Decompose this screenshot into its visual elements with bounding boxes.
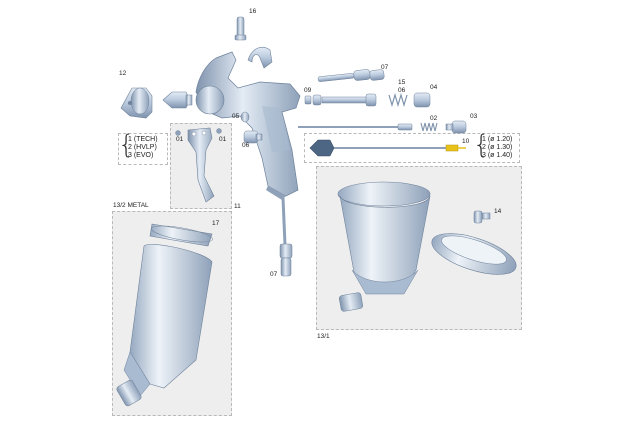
part-06-spring: [388, 92, 408, 108]
part-02-spring: [420, 122, 438, 132]
label-02: 02: [430, 115, 438, 122]
brace-right: {: [473, 130, 490, 160]
variant-size-120: 1 (ø 1.20): [482, 136, 513, 143]
variants-left-list: 1 (TECH) 2 (HVLP) 3 (EVO): [128, 136, 158, 160]
part-11-trigger: [175, 127, 222, 203]
panel-needle-kit: [304, 133, 520, 163]
part-09-seal: [304, 94, 322, 106]
variant-hvlp: 2 (HVLP): [128, 144, 157, 152]
label-16: 16: [249, 8, 257, 15]
part-06-valve: [243, 130, 263, 144]
label-09: 09: [304, 87, 312, 94]
label-13-1: 13/1: [317, 333, 330, 340]
panel-variants-box: [118, 133, 168, 165]
label-03: 03: [470, 113, 478, 120]
part-14-cap: [473, 210, 491, 224]
brace-left: {: [118, 130, 135, 160]
part-needle-rod: [298, 123, 413, 131]
label-06-top: 06: [398, 87, 406, 94]
label-04: 04: [430, 84, 438, 91]
part-03-cap: [445, 120, 467, 134]
label-11: 11: [234, 203, 241, 210]
part-15-shaft: [321, 93, 377, 107]
label-13-2-metal: 13/2 METAL: [113, 202, 149, 209]
label-15: 15: [398, 79, 406, 86]
part-17-metal-cup: [116, 223, 213, 407]
part-16-pin: [234, 16, 247, 41]
label-07-bottom: 07: [270, 271, 278, 278]
part-lid-ring: [431, 233, 517, 275]
part-nozzle: [162, 91, 193, 109]
label-17: 17: [212, 220, 220, 227]
spray-gun-body: [195, 47, 301, 200]
variant-evo: 3 (EVO): [128, 152, 154, 160]
part-13-1-plastic-cup: [337, 181, 431, 312]
label-01-left: 01: [176, 136, 184, 143]
part-04-nut: [413, 92, 431, 108]
label-01-right: 01: [219, 136, 227, 143]
variant-size-130: 2 (ø 1.30): [482, 144, 513, 152]
variant-tech: 1 (TECH): [128, 136, 158, 143]
part-07-air-inlet: [279, 197, 293, 277]
part-12-air-cap: [120, 87, 153, 119]
label-14: 14: [494, 208, 502, 215]
part-05-washer: [240, 111, 250, 123]
label-06-mid: 06: [242, 142, 250, 149]
label-07-top: 07: [381, 64, 389, 71]
part-10-needle: [309, 139, 466, 157]
label-10: 10: [462, 138, 470, 145]
label-05: 05: [232, 113, 240, 120]
part-07-top-knob: [317, 69, 385, 82]
label-12: 12: [119, 70, 127, 77]
variant-size-140: 3 (ø 1.40): [482, 152, 513, 160]
variants-right-list: 1 (ø 1.20) 2 (ø 1.30) 3 (ø 1.40): [482, 136, 512, 160]
